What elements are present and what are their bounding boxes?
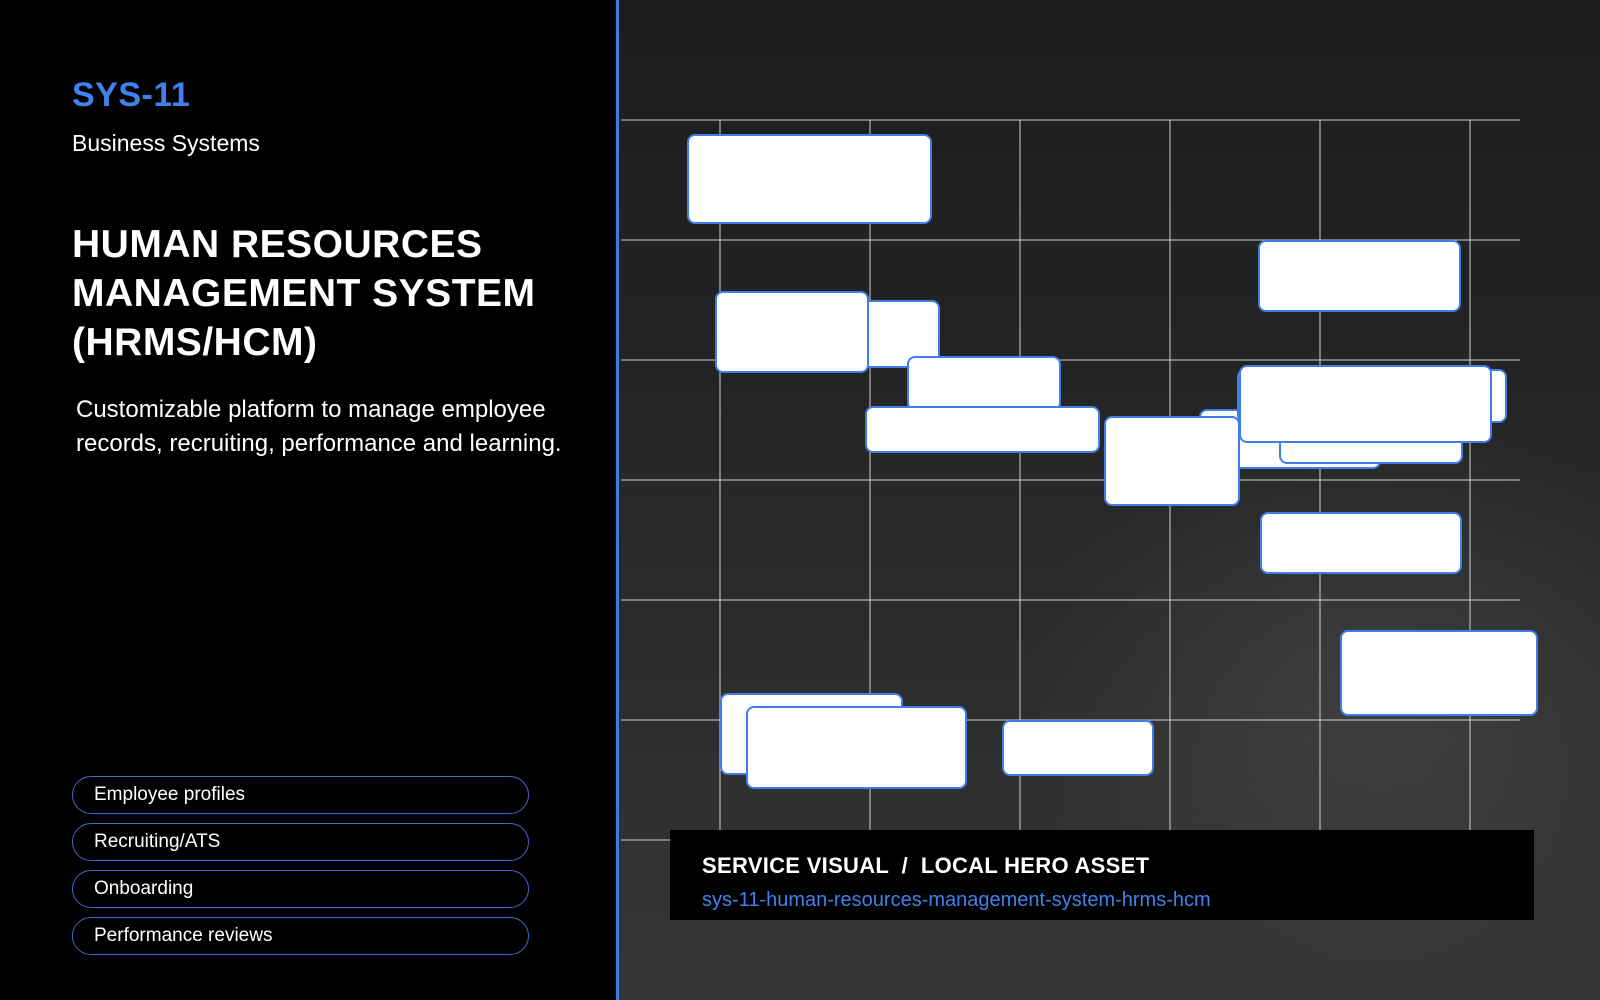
system-code: SYS-11: [72, 76, 191, 114]
caption-slug: sys-11-human-resources-management-system…: [702, 889, 1211, 911]
card-layer: [687, 134, 1538, 789]
hero-card-15: [1002, 720, 1154, 776]
caption-title: SERVICE VISUAL / LOCAL HERO ASSET: [702, 853, 1150, 878]
hero-card-11: [1260, 512, 1462, 574]
hero-card-12: [1340, 630, 1538, 716]
hero-card-1: [1258, 240, 1461, 312]
info-panel: SYS-11 Business Systems HUMAN RESOURCES …: [0, 0, 619, 1000]
feature-chip-employee-profiles: Employee profiles: [72, 776, 529, 814]
hero-visual: SERVICE VISUAL / LOCAL HERO ASSET sys-11…: [619, 0, 1600, 1000]
hero-card-14: [746, 706, 967, 789]
category-label: Business Systems: [72, 130, 260, 156]
feature-chip-onboarding: Onboarding: [72, 870, 529, 908]
hero-card-3: [715, 291, 869, 373]
description: Customizable platform to manage employee…: [76, 396, 562, 457]
page-title: HUMAN RESOURCES MANAGEMENT SYSTEM (HRMS/…: [72, 223, 536, 364]
caption-panel: SERVICE VISUAL / LOCAL HERO ASSET sys-11…: [670, 830, 1534, 920]
hero-card-4: [907, 356, 1061, 411]
hero-card-10: [1104, 416, 1240, 506]
feature-chip-recruiting: Recruiting/ATS: [72, 823, 529, 861]
hero-grid-illustration: [621, 119, 1538, 841]
feature-chip-performance-reviews: Performance reviews: [72, 917, 529, 955]
hero-card-0: [687, 134, 932, 224]
feature-list: Employee profiles Recruiting/ATS Onboard…: [72, 776, 529, 955]
hero-card-8: [1239, 365, 1492, 443]
hero-card-9: [865, 406, 1100, 453]
